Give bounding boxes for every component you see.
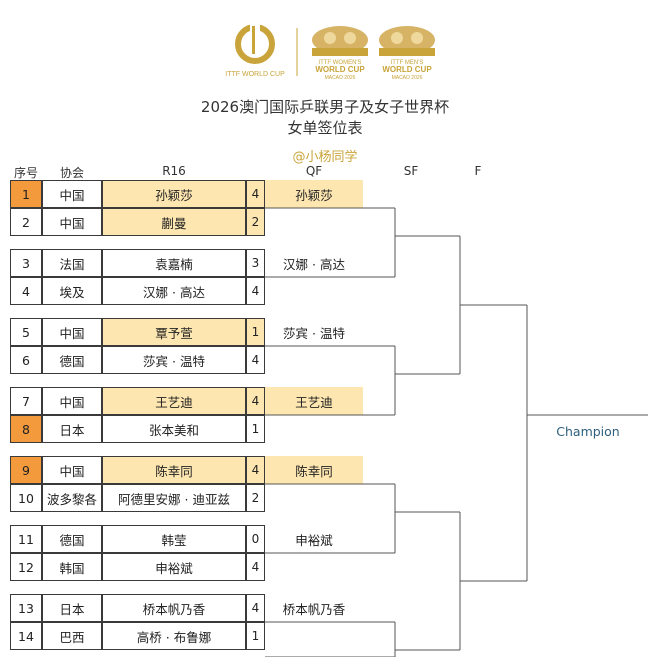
score-cell: 1: [246, 415, 265, 443]
svg-text:WORLD CUP: WORLD CUP: [382, 65, 432, 74]
player-name-cell: 莎宾 · 温特: [102, 346, 246, 374]
watermark: @小杨同学: [292, 150, 358, 165]
qf-entry: 莎宾 · 温特: [283, 325, 345, 341]
association-cell: 韩国: [42, 553, 102, 581]
score-cell: 2: [246, 208, 265, 236]
page-subtitle: 女单签位表: [287, 119, 363, 137]
association-cell: 埃及: [42, 277, 102, 305]
header-r16: R16: [162, 164, 186, 178]
seed-cell: 3: [10, 249, 42, 277]
score-cell: 4: [246, 180, 265, 208]
header-qf: QF: [305, 164, 323, 178]
score-cell: 4: [246, 277, 265, 305]
player-name-cell: 韩莹: [102, 525, 246, 553]
seed-cell: 1: [10, 180, 42, 208]
player-name-cell: 张本美和: [102, 415, 246, 443]
seed-cell: 13: [10, 594, 42, 622]
association-cell: 中国: [42, 318, 102, 346]
score-cell: 4: [246, 346, 265, 374]
association-cell: 德国: [42, 525, 102, 553]
header-f: F: [474, 164, 482, 178]
svg-text:ITTF MEN'S: ITTF MEN'S: [391, 60, 424, 66]
seed-cell: 10: [10, 484, 42, 512]
mens-world-cup-logo: ITTF MEN'S WORLD CUP MACAO 2026: [379, 26, 435, 81]
score-cell: 2: [246, 484, 265, 512]
association-cell: 德国: [42, 346, 102, 374]
association-cell: 法国: [42, 249, 102, 277]
svg-text:ITTF WOMEN'S: ITTF WOMEN'S: [318, 60, 361, 66]
player-name-cell: 高桥 · 布鲁娜: [102, 622, 246, 650]
page-title: 2026澳门国际乒联男子及女子世界杯: [200, 98, 450, 116]
svg-text:MACAO 2026: MACAO 2026: [325, 75, 356, 81]
header-seed: 序号: [13, 166, 38, 180]
seed-cell: 11: [10, 525, 42, 553]
association-cell: 中国: [42, 387, 102, 415]
score-cell: 4: [246, 553, 265, 581]
score-cell: 4: [246, 387, 265, 415]
qf-entry: 桥本帆乃香: [282, 601, 346, 617]
player-name-cell: 王艺迪: [102, 387, 246, 415]
seed-cell: 4: [10, 277, 42, 305]
seed-cell: 6: [10, 346, 42, 374]
player-name-cell: 孙颖莎: [102, 180, 246, 208]
header-sf: SF: [403, 164, 419, 178]
score-cell: 4: [246, 456, 265, 484]
player-name-cell: 蒯曼: [102, 208, 246, 236]
svg-text:WORLD CUP: WORLD CUP: [315, 65, 365, 74]
qf-entry: 汉娜 · 高达: [283, 256, 345, 272]
qf-entry: 孙颖莎: [265, 180, 363, 208]
player-name-cell: 汉娜 · 高达: [102, 277, 246, 305]
seed-cell: 5: [10, 318, 42, 346]
qf-entry: 申裕斌: [295, 532, 333, 548]
seed-cell: 14: [10, 622, 42, 650]
score-cell: 3: [246, 249, 265, 277]
association-cell: 巴西: [42, 622, 102, 650]
player-name-cell: 桥本帆乃香: [102, 594, 246, 622]
association-cell: 日本: [42, 415, 102, 443]
score-cell: 1: [246, 318, 265, 346]
womens-world-cup-logo: ITTF WOMEN'S WORLD CUP MACAO 2026: [312, 26, 368, 81]
player-name-cell: 陈幸同: [102, 456, 246, 484]
association-cell: 日本: [42, 594, 102, 622]
seed-cell: 12: [10, 553, 42, 581]
seed-cell: 8: [10, 415, 42, 443]
player-name-cell: 申裕斌: [102, 553, 246, 581]
champion-label: Champion: [556, 424, 620, 439]
seed-cell: 2: [10, 208, 42, 236]
score-cell: 0: [246, 525, 265, 553]
qf-entry: 王艺迪: [265, 387, 363, 415]
seed-cell: 9: [10, 456, 42, 484]
ittf-world-cup-logo: ITTF WORLD CUP: [225, 22, 285, 78]
association-cell: 中国: [42, 456, 102, 484]
header-association: 协会: [59, 166, 84, 180]
player-name-cell: 袁嘉楠: [102, 249, 246, 277]
player-name-cell: 阿德里安娜 · 迪亚兹: [102, 484, 246, 512]
qf-entry: 陈幸同: [265, 456, 363, 484]
player-name-cell: 覃予萱: [102, 318, 246, 346]
svg-text:MACAO 2026: MACAO 2026: [392, 75, 423, 81]
logo-banner: ITTF WORLD CUP ITTF WOMEN'S WORLD CUP MA…: [0, 20, 650, 82]
association-cell: 波多黎各: [42, 484, 102, 512]
score-cell: 1: [246, 622, 265, 650]
score-cell: 4: [246, 594, 265, 622]
left-logo-text: ITTF WORLD CUP: [225, 71, 285, 78]
association-cell: 中国: [42, 208, 102, 236]
association-cell: 中国: [42, 180, 102, 208]
seed-cell: 7: [10, 387, 42, 415]
